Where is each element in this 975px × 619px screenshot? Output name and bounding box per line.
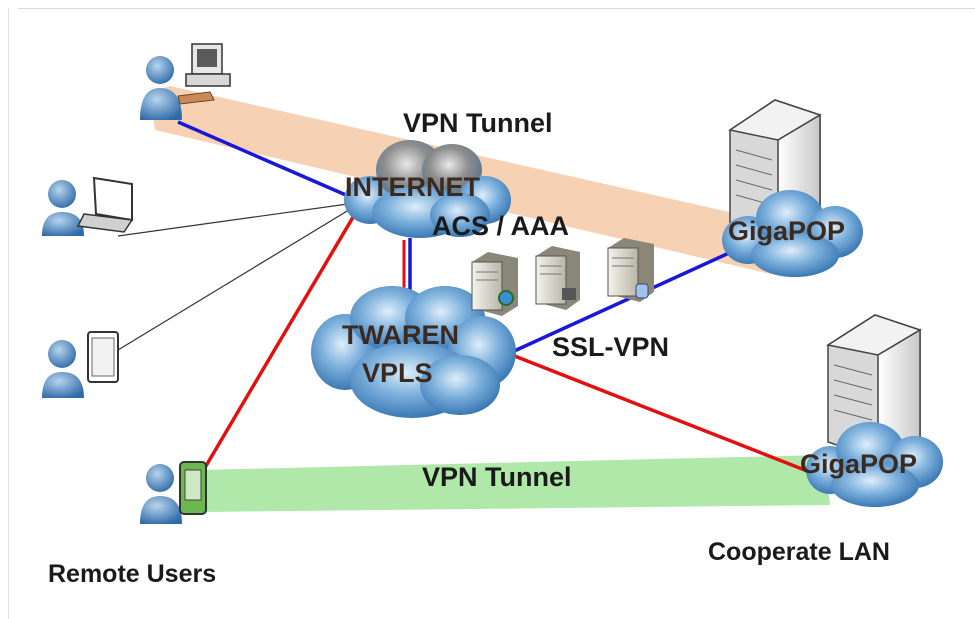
- user-laptop-icon: [42, 176, 134, 236]
- server-icon: [535, 246, 580, 310]
- remote-users-label: Remote Users: [48, 560, 217, 588]
- link-twaren-gigapop-bottom: [511, 353, 826, 480]
- link-tablet-internet: [117, 201, 363, 351]
- link-desktop-internet: [177, 120, 363, 204]
- gigapop-top-label: GigaPOP: [728, 216, 846, 246]
- link-internet-phone: [198, 201, 364, 477]
- internet-label: INTERNET: [345, 172, 480, 202]
- vpls-label: VPLS: [362, 358, 433, 388]
- gigapop-bottom-cloud-icon: [806, 422, 943, 507]
- vpn-tunnel-top-label: VPN Tunnel: [403, 108, 553, 138]
- link-laptop-internet: [117, 201, 363, 237]
- ssl-vpn-label: SSL-VPN: [552, 332, 670, 362]
- user-tablet-icon: [42, 331, 119, 398]
- server-icon: [607, 238, 654, 302]
- twaren-label: TWAREN: [342, 320, 459, 350]
- gigapop-bottom-label: GigaPOP: [800, 449, 918, 479]
- user-phone-icon: [140, 461, 207, 524]
- internet-cloud-icon: [344, 140, 511, 238]
- frame-border-top: [18, 8, 975, 9]
- user-desktop-icon: [140, 43, 231, 120]
- gigapop-top-cloud-icon: [722, 190, 863, 277]
- server-icon: [471, 252, 518, 316]
- link-twaren-gigapop-top: [511, 246, 741, 354]
- acs-aaa-label: ACS / AAA: [432, 211, 570, 241]
- twaren-cloud-icon: [311, 286, 516, 418]
- vpn-tunnel-bottom-label: VPN Tunnel: [422, 462, 572, 492]
- frame-border-left: [8, 8, 9, 619]
- cooperate-lan-label: Cooperate LAN: [708, 538, 890, 566]
- vpn-tunnel-bottom-band: [200, 455, 830, 512]
